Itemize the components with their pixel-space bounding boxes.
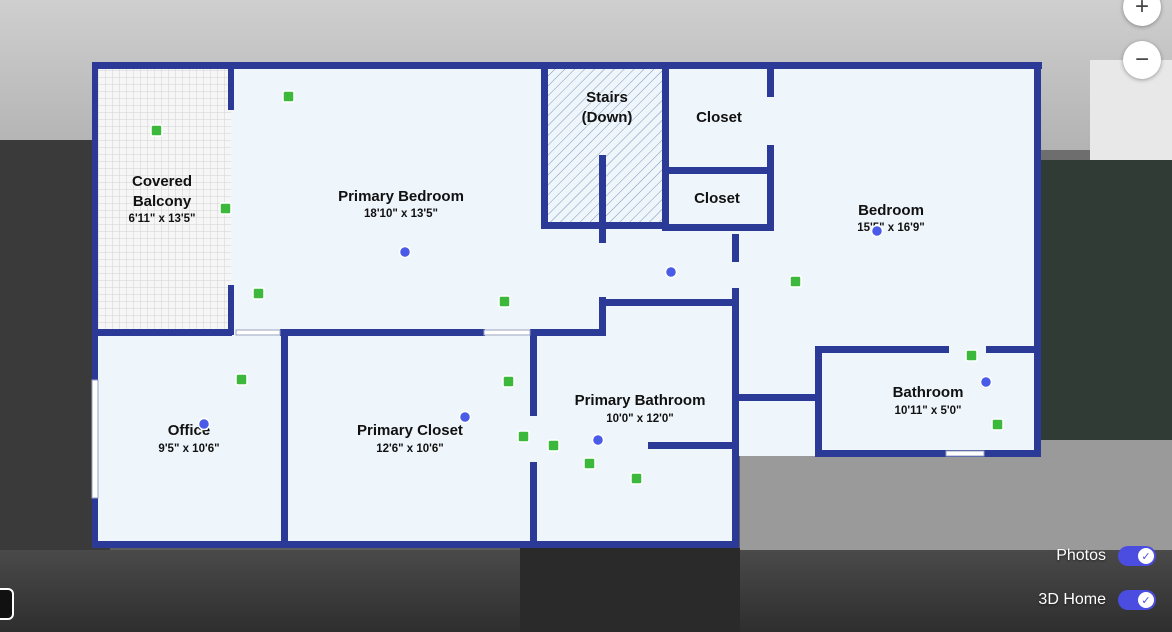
primary-bathroom-name: Primary Bathroom (575, 392, 706, 409)
stairs-name-1: Stairs (586, 89, 628, 106)
lower-floor (92, 334, 739, 546)
photo-marker[interactable] (150, 124, 163, 137)
photo-markers[interactable] (150, 90, 1004, 485)
photo-marker[interactable] (252, 287, 265, 300)
walls (92, 62, 1042, 548)
room-labels: Covered Balcony 6'11" x 13'5" Primary Be… (129, 89, 964, 455)
home3d-toggle-label: 3D Home (1038, 591, 1106, 608)
bedroom-dims: 15'5" x 16'9" (857, 222, 925, 234)
photo-marker[interactable] (517, 430, 530, 443)
bedroom-name: Bedroom (858, 202, 924, 219)
tour-marker[interactable] (591, 433, 605, 447)
tour-marker[interactable] (870, 224, 884, 238)
tour-markers[interactable] (197, 224, 993, 447)
photo-marker[interactable] (498, 295, 511, 308)
primary-bedroom-name: Primary Bedroom (338, 188, 464, 205)
photo-marker[interactable] (965, 349, 978, 362)
office-dims: 9'5" x 10'6" (158, 443, 219, 455)
minus-icon: − (1134, 46, 1149, 73)
primary-closet-dims: 12'6" x 10'6" (376, 443, 444, 455)
primary-bedroom-dims: 18'10" x 13'5" (364, 208, 438, 220)
tour-marker[interactable] (664, 265, 678, 279)
photo-marker[interactable] (991, 418, 1004, 431)
bathroom-dims: 10'11" x 5'0" (895, 405, 962, 417)
balcony-floor (92, 64, 231, 334)
photo-marker[interactable] (219, 202, 232, 215)
photo-marker[interactable] (502, 375, 515, 388)
photos-toggle-label: Photos (1056, 547, 1106, 564)
photos-toggle[interactable]: ✓ (1118, 546, 1156, 566)
home3d-toggle[interactable]: ✓ (1118, 590, 1156, 610)
balcony-name-1: Covered (132, 173, 192, 190)
tour-marker[interactable] (398, 245, 412, 259)
closet-2-name: Closet (694, 190, 740, 207)
photo-marker[interactable] (282, 90, 295, 103)
primary-closet-name: Primary Closet (357, 422, 463, 439)
zoom-out-button[interactable]: − (1123, 41, 1161, 79)
photo-marker[interactable] (235, 373, 248, 386)
photo-marker[interactable] (630, 472, 643, 485)
plus-icon: + (1134, 0, 1149, 20)
closet-1-name: Closet (696, 109, 742, 126)
tour-marker[interactable] (458, 410, 472, 424)
photo-marker[interactable] (547, 439, 560, 452)
check-icon: ✓ (1138, 548, 1154, 564)
room-floors (92, 64, 1041, 546)
openings (91, 329, 985, 499)
bathroom-name: Bathroom (893, 384, 964, 401)
photos-toggle-row: Photos ✓ (1056, 546, 1156, 566)
photo-marker[interactable] (789, 275, 802, 288)
home3d-toggle-row: 3D Home ✓ (1038, 590, 1156, 610)
balcony-name-2: Balcony (133, 193, 192, 210)
photo-marker[interactable] (583, 457, 596, 470)
stairs-name-2: (Down) (582, 109, 633, 126)
tour-marker[interactable] (197, 417, 211, 431)
corner-control[interactable] (0, 588, 14, 620)
tour-marker[interactable] (979, 375, 993, 389)
balcony-dims: 6'11" x 13'5" (129, 213, 196, 225)
primary-bathroom-dims: 10'0" x 12'0" (606, 413, 674, 425)
check-icon: ✓ (1138, 592, 1154, 608)
zoom-in-button[interactable]: + (1123, 0, 1161, 26)
